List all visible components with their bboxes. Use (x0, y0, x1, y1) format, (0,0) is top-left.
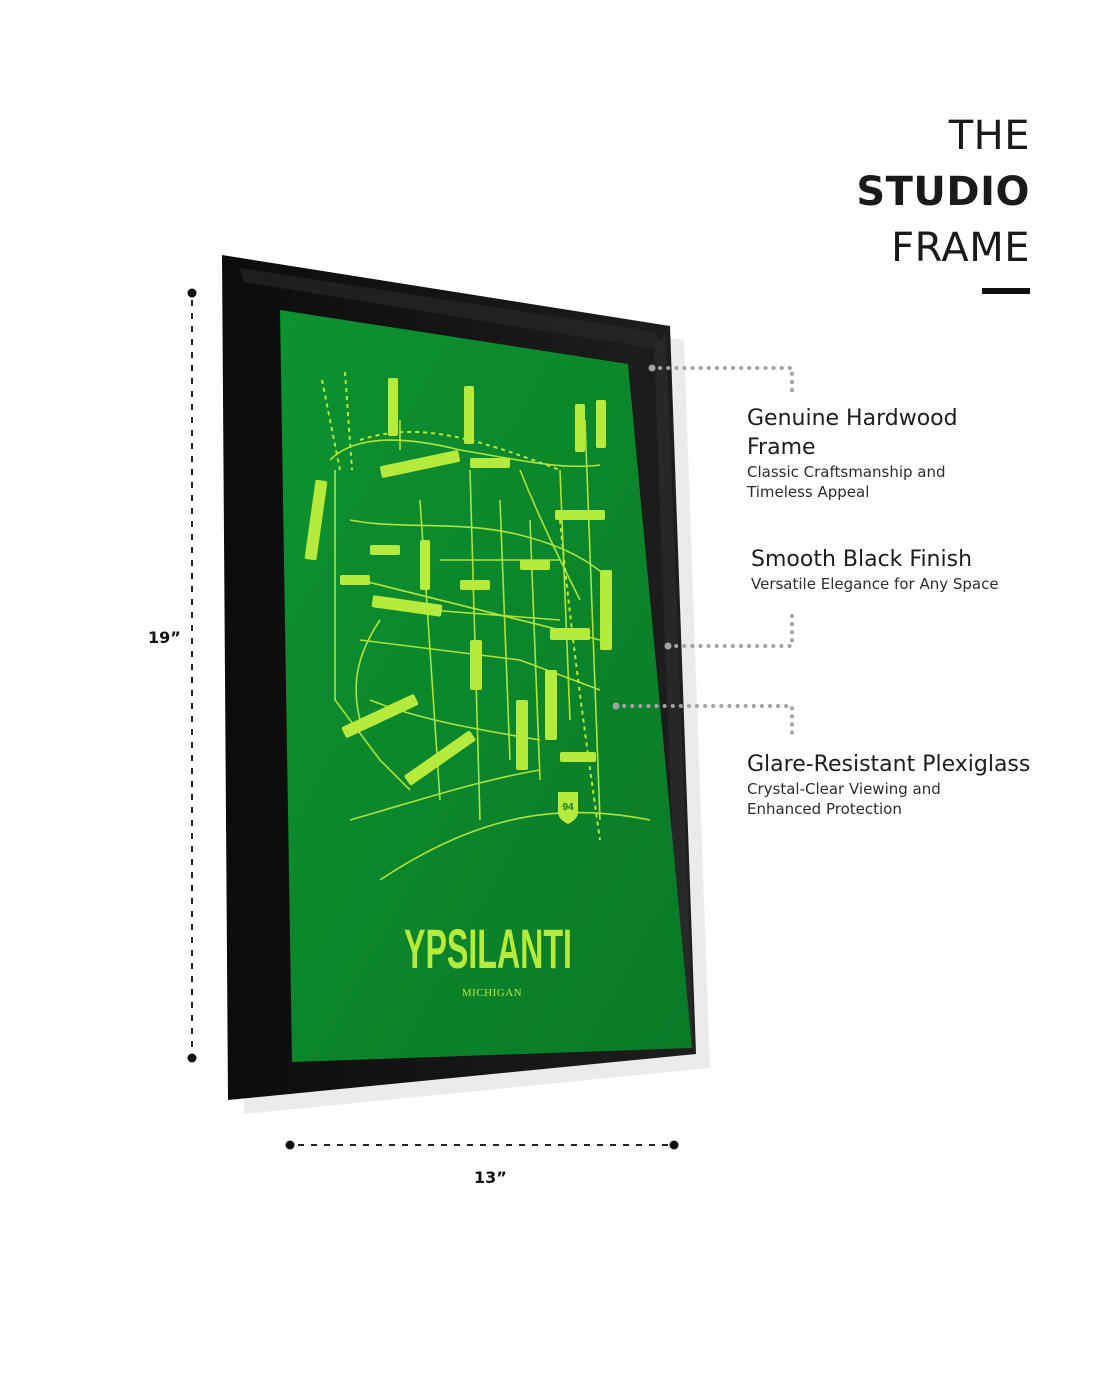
feature-plexiglass: Glare-Resistant Plexiglass Crystal-Clear… (747, 750, 1087, 819)
street-signs (304, 378, 612, 786)
feature-title-cont: Frame (747, 435, 816, 460)
title-line-studio: STUDIO (856, 169, 1030, 215)
title-line-frame: FRAME (891, 225, 1030, 271)
poster-city: YPSILANTI (404, 918, 572, 980)
width-dimension-line (285, 1140, 679, 1150)
railway-lines (321, 371, 601, 841)
callout-connectors (614, 366, 794, 740)
callout-dot-frame (648, 364, 656, 372)
interstate-shield-label: 94 (562, 802, 574, 813)
feature-title: Genuine Hardwood (747, 406, 958, 431)
feature-title: Smooth Black Finish (751, 547, 973, 572)
title-line-the: THE (948, 113, 1030, 159)
title-underline (982, 288, 1030, 294)
poster-state: MICHIGAN (462, 987, 522, 999)
feature-subtitle: Classic Craftsmanship and (747, 463, 946, 481)
callout-dot-finish (664, 642, 672, 650)
map-poster (280, 310, 692, 1062)
feature-subtitle-cont: Enhanced Protection (747, 800, 902, 818)
feature-hardwood-frame: Genuine Hardwood Frame Classic Craftsman… (747, 404, 1077, 502)
feature-subtitle-cont: Timeless Appeal (747, 483, 870, 501)
feature-black-finish: Smooth Black Finish Versatile Elegance f… (751, 545, 1081, 594)
height-dimension-line (187, 288, 197, 1063)
callout-dot-plexiglass (612, 702, 620, 710)
title-block: THE STUDIO FRAME (856, 108, 1030, 294)
width-label: 13” (474, 1168, 507, 1187)
interstate-shield: 94 (558, 792, 578, 824)
height-label: 19” (148, 628, 181, 647)
feature-title: Glare-Resistant Plexiglass (747, 752, 1031, 777)
feature-subtitle: Crystal-Clear Viewing and (747, 780, 941, 798)
feature-subtitle: Versatile Elegance for Any Space (751, 575, 999, 593)
